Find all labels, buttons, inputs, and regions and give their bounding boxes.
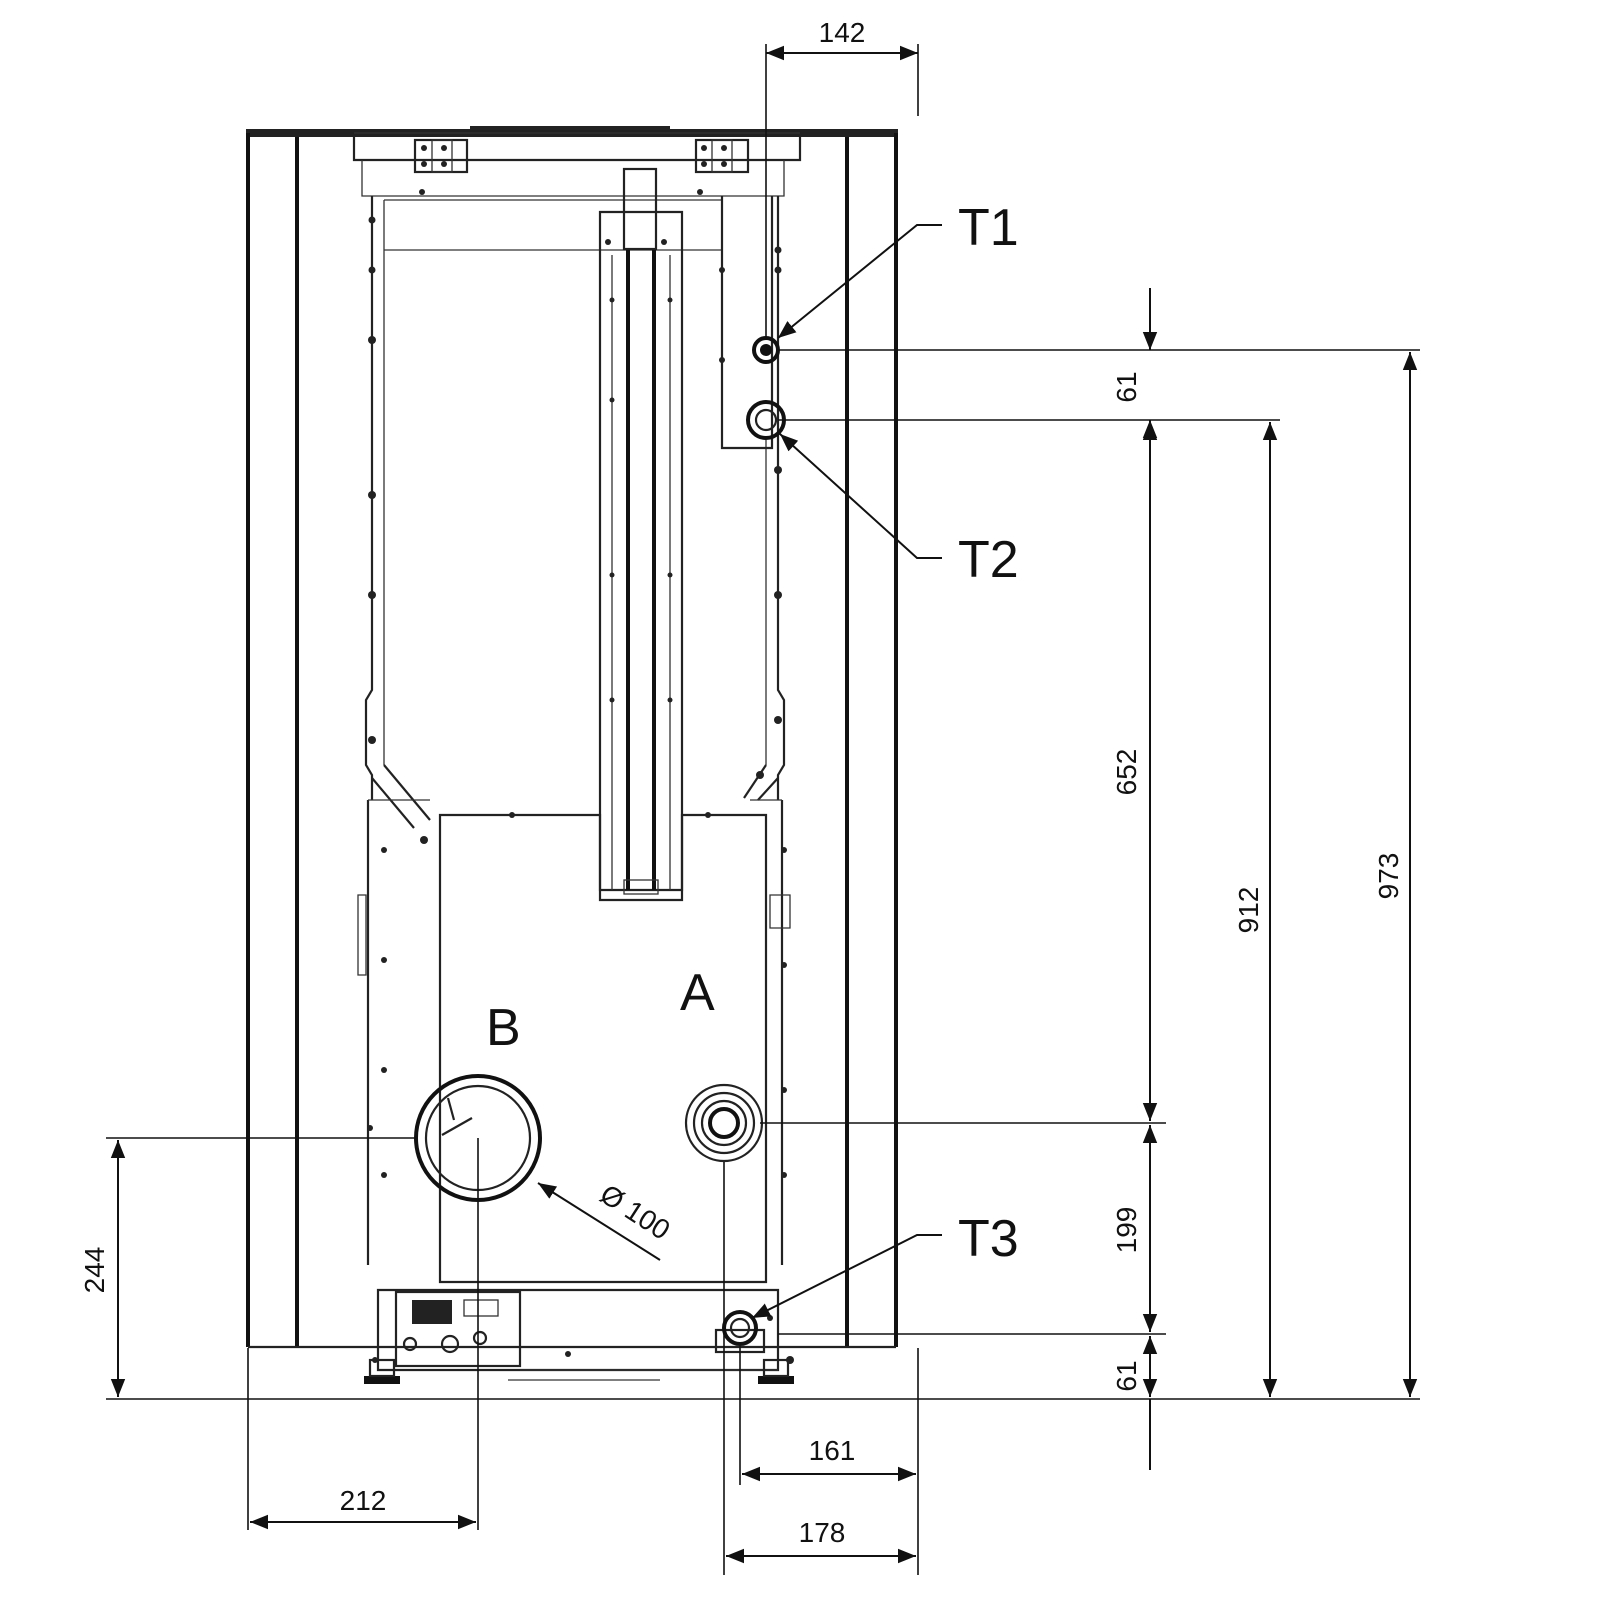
svg-text:973: 973 (1373, 853, 1404, 900)
dim-diameter-100: Ø 100 (537, 1178, 676, 1261)
lower-panel (357, 813, 791, 1284)
foot-right (758, 1358, 794, 1384)
dim-142: 142 (765, 17, 919, 340)
leader-t1 (777, 224, 942, 339)
fastener-dots (367, 189, 794, 1364)
left-side-panel (246, 133, 299, 1347)
label-a: A (680, 964, 715, 1022)
svg-text:244: 244 (79, 1247, 110, 1294)
inner-frame (364, 196, 786, 1265)
fitting-t1 (752, 336, 780, 364)
svg-text:61: 61 (1111, 371, 1142, 402)
connection-bracket (720, 196, 774, 450)
dim-61-bottom: 61 (1111, 1336, 1158, 1470)
label-t1: T1 (958, 199, 1019, 257)
dim-161: 161 (739, 1346, 919, 1575)
control-box (376, 1288, 780, 1381)
dim-199: 199 (1111, 1125, 1158, 1332)
hinge-right (694, 138, 750, 174)
label-t3: T3 (958, 1210, 1019, 1268)
svg-text:212: 212 (340, 1485, 387, 1516)
svg-text:Ø 100: Ø 100 (595, 1178, 676, 1246)
dim-244: 244 (79, 1137, 416, 1397)
svg-text:178: 178 (799, 1517, 846, 1548)
right-side-panel (845, 133, 898, 1347)
outlet-a (684, 1083, 764, 1163)
label-t2: T2 (958, 531, 1019, 589)
foot-left (364, 1358, 400, 1384)
dim-912: 912 (1233, 422, 1278, 1397)
central-column (598, 167, 684, 895)
stove-outline (246, 126, 898, 1349)
top-plate (470, 126, 670, 130)
dim-973: 973 (1373, 352, 1418, 1397)
dim-61-top: 61 (1111, 288, 1158, 440)
extension-lines-right (106, 349, 1420, 1400)
dim-652: 652 (1111, 422, 1158, 1121)
svg-text:199: 199 (1111, 1207, 1142, 1254)
hinge-left (413, 138, 469, 174)
svg-text:142: 142 (819, 17, 866, 48)
dim-178: 178 (723, 1162, 916, 1575)
svg-text:912: 912 (1233, 887, 1264, 934)
label-b: B (486, 999, 521, 1057)
svg-text:652: 652 (1111, 749, 1142, 796)
leader-t3 (751, 1234, 942, 1319)
svg-text:161: 161 (809, 1435, 856, 1466)
svg-text:61: 61 (1111, 1360, 1142, 1391)
leader-t2 (779, 433, 942, 559)
dim-212: 212 (247, 1138, 479, 1530)
